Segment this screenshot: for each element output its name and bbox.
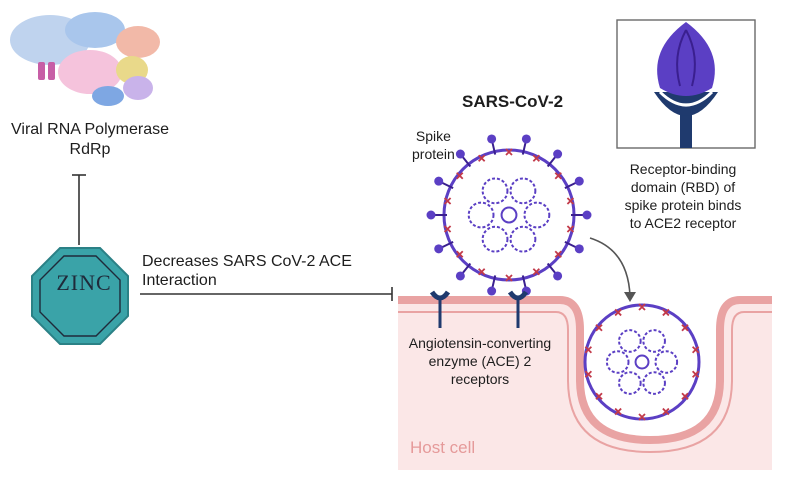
endocytosed-virion: [583, 303, 701, 421]
sars-cov-2-virion: [426, 134, 592, 296]
zinc-octagon: [31, 247, 129, 345]
membrane-protein: [584, 370, 593, 378]
spike-head: [521, 134, 531, 144]
spike-head: [553, 271, 563, 281]
host-cell-label: Host cell: [410, 438, 476, 457]
membrane-protein: [532, 268, 540, 276]
membrane-protein: [478, 154, 486, 162]
rna-coil: [523, 201, 551, 229]
membrane-protein: [566, 197, 575, 205]
host-cell: [398, 296, 772, 470]
rna-polymerase-icon: [10, 12, 160, 106]
membrane-protein: [554, 250, 562, 258]
membrane-protein: [532, 154, 540, 162]
virion-envelope: [583, 303, 701, 421]
rbd-caption-line2: domain (RBD) of: [630, 179, 736, 195]
membrane-protein: [681, 392, 689, 400]
membrane-protein: [584, 346, 593, 354]
entry-arrow: [589, 237, 636, 302]
inhibition-label: Decreases SARS CoV-2 ACE Interaction: [142, 252, 352, 290]
ace-receptor-label: Angiotensin-converting enzyme (ACE) 2 re…: [400, 334, 560, 388]
host-membrane: [398, 296, 772, 445]
rna-coil: [605, 350, 630, 374]
ace-label-line3: receptors: [450, 371, 510, 387]
membrane-protein: [638, 413, 646, 421]
spike-head: [426, 210, 436, 220]
membrane-protein: [505, 148, 513, 156]
rna-coil: [618, 371, 642, 395]
rbd-caption-line3: spike protein binds: [624, 197, 742, 213]
rna-coil: [509, 225, 537, 253]
spike-head: [434, 244, 444, 254]
rna-coil: [509, 177, 537, 205]
spike-head: [574, 176, 584, 186]
rna-coil: [481, 225, 509, 253]
membrane-protein: [456, 172, 464, 180]
rbd-caption: Receptor-binding domain (RBD) of spike p…: [598, 160, 768, 232]
membrane-protein: [443, 225, 452, 233]
spike-head: [434, 176, 444, 186]
membrane-protein: [638, 303, 646, 311]
membrane-protein: [595, 392, 603, 400]
membrane-protein: [595, 324, 603, 332]
membrane-protein: [662, 407, 670, 416]
ace-label-line2: enzyme (ACE) 2: [428, 353, 532, 369]
rna-coil: [618, 329, 642, 353]
spike-head: [487, 134, 497, 144]
rbd-caption-line4: to ACE2 receptor: [629, 215, 737, 231]
membrane-protein: [691, 346, 700, 354]
spike-head: [582, 210, 592, 220]
rbd-caption-line1: Receptor-binding: [629, 161, 737, 177]
spike-head: [574, 244, 584, 254]
spike-head: [487, 286, 497, 296]
membrane-protein: [566, 225, 575, 233]
inhibition-label-line2: Interaction: [142, 272, 217, 289]
ace2-receptor: [507, 290, 529, 328]
spike-label-line1: Spike: [415, 128, 451, 144]
inhibition-label-line1: Decreases SARS CoV-2 ACE: [142, 253, 352, 270]
ace2-receptor: [429, 290, 451, 328]
rna-coil: [500, 206, 518, 224]
spike-head: [553, 149, 563, 159]
membrane-protein: [443, 197, 452, 205]
rna-coil: [642, 371, 666, 395]
virion-envelope: [442, 148, 576, 282]
membrane-protein: [478, 268, 486, 276]
rna-coil: [467, 201, 495, 229]
membrane-protein: [614, 407, 622, 416]
zinc-polymerase-inhibition: [72, 174, 86, 245]
spike-head: [455, 271, 465, 281]
rbd-inset: [616, 19, 756, 149]
polymerase-label-line2: RdRp: [69, 141, 111, 158]
virus-title: SARS-CoV-2: [462, 92, 564, 111]
ace-inhibition-arrow: [140, 287, 393, 301]
polymerase-label: Viral RNA Polymerase RdRp: [0, 120, 180, 160]
membrane-protein: [691, 370, 700, 378]
rna-coil: [481, 177, 509, 205]
spike-protein-label: Spike protein: [412, 127, 455, 163]
spike-head: [455, 149, 465, 159]
polymerase-label-line1: Viral RNA Polymerase: [11, 121, 169, 138]
membrane-protein: [554, 172, 562, 180]
membrane-protein: [456, 250, 464, 258]
rna-coil: [642, 329, 666, 353]
membrane-protein: [614, 308, 622, 317]
membrane-protein: [662, 308, 670, 317]
membrane-protein: [505, 274, 513, 282]
membrane-protein: [681, 324, 689, 332]
rna-coil: [654, 350, 679, 374]
zinc-label: ZINC: [56, 270, 112, 295]
spike-label-line2: protein: [412, 146, 455, 162]
ace-label-line1: Angiotensin-converting: [408, 335, 552, 351]
rna-coil: [634, 354, 650, 370]
